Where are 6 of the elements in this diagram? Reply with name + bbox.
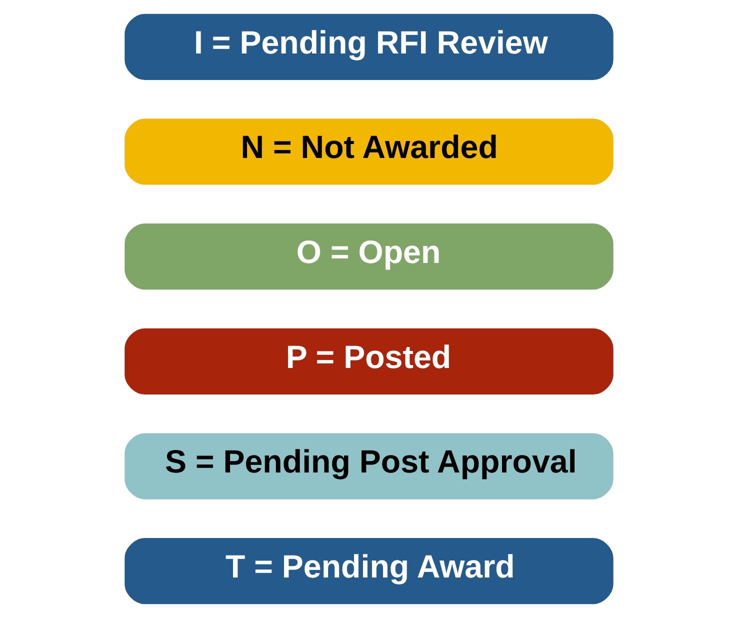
node-box: T = Pending Award	[124, 538, 614, 604]
node-box: O = Open	[124, 224, 614, 290]
node-box: I = Pending RFI Review	[124, 14, 614, 80]
node-box: N = Not Awarded	[124, 118, 614, 185]
node-box: S = Pending Post Approval	[124, 433, 614, 500]
node-box: P = Posted	[124, 328, 614, 394]
